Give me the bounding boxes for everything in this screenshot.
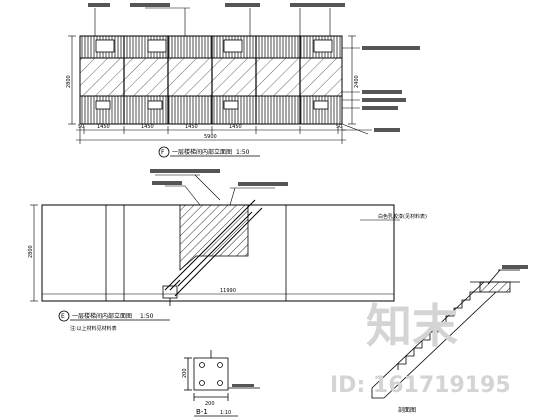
stair-section-label: 剖面图 (398, 406, 416, 414)
elevation-top: 50 1450 1450 1450 1450 50 5900 2800 2400 (66, 3, 420, 158)
dim-chain-bottom (76, 126, 346, 144)
stair-wall-hatch (179, 204, 249, 271)
b1-scale: 1:10 (220, 410, 231, 416)
callout-right-mid: 白色乳胶漆(见材料表) (378, 213, 427, 220)
right-leaders (341, 47, 372, 135)
dim-left-mid: 2800 (28, 245, 34, 258)
bottom-rail-band (79, 95, 343, 125)
dim-seg-1: 1450 (97, 124, 110, 130)
ornaments (95, 39, 333, 110)
top-rail-band (79, 35, 343, 59)
b1-dim-bottom: 200 (205, 401, 215, 407)
dim-seg-4: 1450 (229, 124, 242, 130)
top-callout-texts (88, 3, 345, 7)
dim-seg-3: 1450 (185, 124, 198, 130)
watermark-brand: 知末 (366, 299, 458, 353)
b1-dim-left: 200 (182, 368, 188, 378)
dim-right: 2400 (354, 75, 360, 88)
marker-letter-e: E (61, 313, 65, 320)
dim-seg-5: 50 (336, 124, 342, 130)
dim-left: 2800 (66, 75, 72, 88)
dim-bottom-mid: 11990 (220, 288, 236, 294)
note-middle: 注:以上材料见材料表 (70, 325, 117, 332)
detail-b1 (184, 350, 260, 401)
scale-top: 1:50 (236, 149, 250, 156)
dim-total: 5900 (204, 134, 217, 140)
dim-seg-0: 50 (78, 124, 84, 130)
b1-label: B-1 (196, 408, 208, 416)
elevation-middle: 2800 11990 白色乳胶漆(见材料表) E 一层楼梯间内部立面图 1:50… (28, 169, 427, 332)
top-callouts (94, 7, 331, 36)
section-marker-e (58, 310, 70, 322)
marker-letter-f: F (161, 149, 165, 156)
dim-seg-2: 1450 (141, 124, 154, 130)
scale-middle: 1:50 (140, 313, 154, 320)
section-marker-f (158, 146, 170, 158)
watermark-id: ID: 161719195 (330, 373, 511, 398)
right-leader-texts (362, 46, 420, 132)
stair-stringer (164, 199, 263, 297)
glass-band (79, 57, 343, 97)
stair-section (371, 269, 520, 399)
title-top: 一层楼梯间内部立面图 (172, 148, 232, 156)
title-middle: 一层楼梯间内部立面图 (72, 312, 132, 320)
